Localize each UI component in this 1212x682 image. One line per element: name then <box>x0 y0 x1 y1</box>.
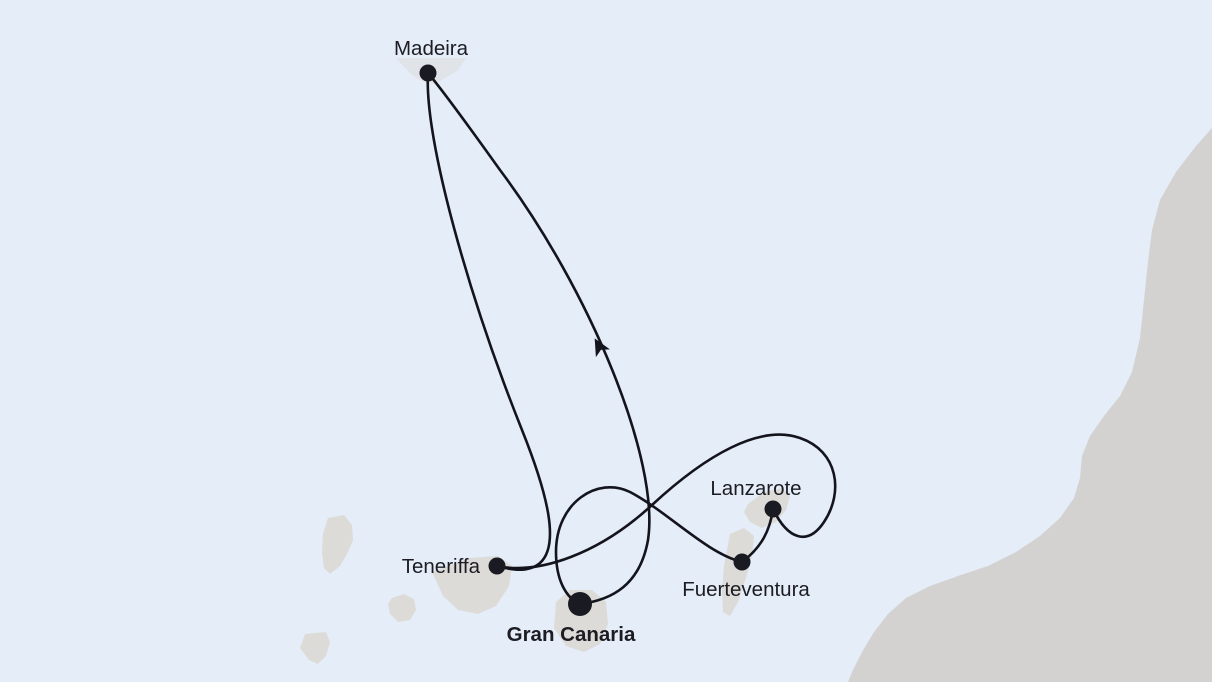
route-segment-gran-canaria-to-madeira <box>426 71 651 606</box>
port-label-madeira: Madeira <box>394 37 469 60</box>
port-marker-fuerteventura[interactable] <box>733 553 751 571</box>
port-label-teneriffa: Teneriffa <box>402 555 481 578</box>
port-label-fuerteventura: Fuerteventura <box>682 578 810 601</box>
route-direction-arrow-0 <box>594 338 610 358</box>
fuerteventura-island <box>722 528 754 616</box>
port-marker-layer <box>419 64 782 616</box>
landmass-layer <box>300 58 1212 682</box>
africa-mainland <box>848 128 1212 682</box>
port-marker-gran-canaria[interactable] <box>568 592 592 616</box>
el-hierro-island <box>300 632 330 664</box>
route-segment-teneriffa-to-lanzarote <box>495 433 837 570</box>
gran-canaria-island <box>554 590 608 652</box>
port-label-gran-canaria: Gran Canaria <box>507 623 636 646</box>
port-label-lanzarote: Lanzarote <box>710 477 801 500</box>
port-marker-teneriffa[interactable] <box>488 557 506 575</box>
route-segment-fuerteventura-to-gran-canaria <box>554 486 744 606</box>
la-palma-island <box>322 515 353 574</box>
route-direction-arrow-layer <box>594 338 610 358</box>
la-gomera-island <box>388 594 416 622</box>
port-marker-lanzarote[interactable] <box>764 500 782 518</box>
port-marker-madeira[interactable] <box>419 64 437 82</box>
